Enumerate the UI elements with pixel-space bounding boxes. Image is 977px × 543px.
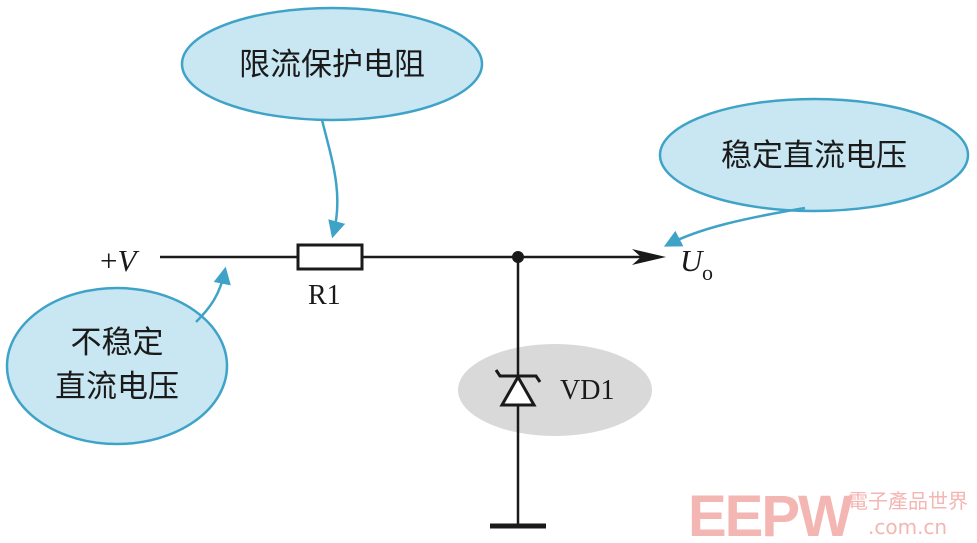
zener-diode-vd1 — [494, 369, 542, 407]
output-callout-text: 稳定直流电压 — [721, 138, 907, 174]
input-callout-arrow — [195, 266, 231, 323]
watermark-brand: EEPW — [688, 484, 853, 543]
output-callout: 稳定直流电压 — [658, 97, 970, 247]
input-callout-text-line1: 不稳定 — [71, 325, 164, 361]
watermark-cn: 電子產品世界 — [848, 489, 968, 513]
zener-diode-triangle — [499, 373, 537, 407]
resistor-callout: 限流保护电阻 — [180, 6, 484, 239]
input-voltage-label: +V — [100, 243, 139, 278]
zener-diode-cathode-bar — [494, 369, 542, 383]
output-arrowhead — [632, 249, 666, 265]
resistor-label: R1 — [308, 280, 341, 311]
input-callout-bubble — [5, 286, 229, 446]
watermark-domain: .com.cn — [868, 515, 947, 539]
diode-highlight — [458, 344, 652, 436]
input-callout-text-line2: 直流电压 — [55, 369, 179, 405]
output-callout-bubble — [658, 97, 970, 213]
resistor-callout-text: 限流保护电阻 — [239, 47, 425, 83]
output-voltage-label: U — [680, 243, 705, 278]
diode-label: VD1 — [560, 375, 614, 406]
output-callout-arrow — [663, 206, 806, 247]
resistor-r1 — [296, 243, 364, 271]
input-callout: 不稳定 直流电压 — [5, 266, 231, 446]
resistor-callout-bubble — [180, 6, 484, 122]
watermark: EEPW 電子產品世界 .com.cn — [688, 484, 968, 543]
output-voltage-subscript: o — [702, 260, 713, 285]
resistor-callout-arrow — [320, 119, 346, 239]
